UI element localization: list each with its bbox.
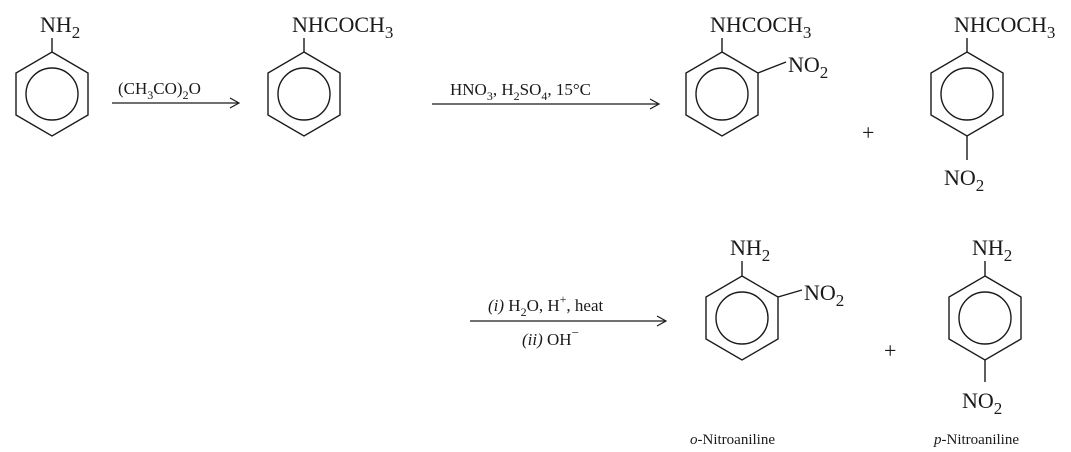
nitro-group: NO2 [788,52,828,82]
nitro-group: NO2 [944,165,984,195]
acetamido-group: NHCOCH3 [954,12,1055,42]
aromatic-circle [695,67,749,121]
arrow-step-1: (CH3CO)2O [112,79,241,109]
aromatic-circle [25,67,79,121]
nitro-group: NO2 [804,280,844,310]
plus-sign: + [862,120,874,145]
amino-group: NH2 [972,235,1012,265]
aromatic-circle [940,67,994,121]
benzene-ring [948,275,1022,361]
reagent-hydrolysis: (i) H2O, H+, heat [488,292,604,319]
reagent-nitrating-mixture: HNO3, H2SO4, 15°C [450,80,591,103]
benzene-ring [685,51,759,137]
benzene-ring [15,51,89,137]
reagent-base: (ii) OH− [522,325,579,349]
caption-p-nitroaniline: p-Nitroaniline [933,432,1019,448]
acetamido-group: NHCOCH3 [710,12,811,42]
benzene-ring [705,275,779,361]
plus-sign: + [884,338,896,363]
acetanilide: NHCOCH3 [267,12,393,137]
arrow-step-3: (i) H2O, H+, heat (ii) OH− [470,292,668,349]
aniline: NH2 [15,12,89,137]
o-nitroaniline: NH2 NO2 o-Nitroaniline [690,235,844,448]
aromatic-circle [958,291,1012,345]
benzene-ring [930,51,1004,137]
aromatic-circle [715,291,769,345]
benzene-ring [267,51,341,137]
reagent-acetic-anhydride: (CH3CO)2O [118,79,201,102]
caption-o-nitroaniline: o-Nitroaniline [690,432,775,448]
nitro-group: NO2 [962,388,1002,418]
amino-group: NH2 [730,235,770,265]
p-nitroacetanilide: NHCOCH3 NO2 [930,12,1055,195]
p-nitroaniline: NH2 NO2 p-Nitroaniline [933,235,1022,448]
arrow-step-2: HNO3, H2SO4, 15°C [432,80,661,110]
o-nitroacetanilide: NHCOCH3 NO2 [685,12,828,137]
amino-group: NH2 [40,12,80,42]
aromatic-circle [277,67,331,121]
acetamido-group: NHCOCH3 [292,12,393,42]
